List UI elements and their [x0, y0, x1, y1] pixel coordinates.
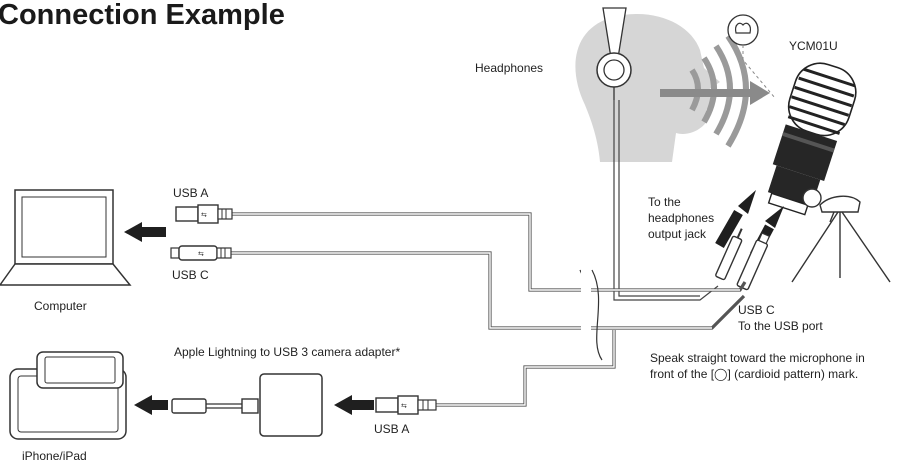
usb-c-port-label-line2: To the USB port: [738, 319, 823, 333]
adapter-icon: [259, 373, 323, 437]
iphone-ipad-label: iPhone/iPad: [22, 449, 87, 463]
to-computer-arrow: [124, 222, 166, 242]
headphones-jack-label-line2: headphones: [648, 211, 714, 225]
usb-c-plug-icon: ⇆: [170, 245, 232, 261]
svg-text:⇆: ⇆: [201, 212, 207, 219]
cable-break-marks: [579, 269, 603, 362]
to-iphone-arrow: [134, 395, 168, 415]
usb-c-top-label: USB C: [172, 268, 209, 282]
svg-text:⇆: ⇆: [401, 403, 407, 410]
usb-a-bottom-label: USB A: [374, 422, 409, 436]
usb-c-plug-icon: [736, 232, 771, 291]
microphone-icon: [767, 62, 857, 216]
voice-direction-arrow: [660, 81, 770, 105]
speak-instruction-line2: front of the [◯] (cardioid pattern) mark…: [650, 367, 858, 381]
tripod-icon: [791, 188, 891, 283]
speak-instruction-line1: Speak straight toward the microphone in: [650, 351, 865, 365]
lightning-plug: [171, 398, 259, 414]
cardioid-pattern-icon: [727, 14, 776, 99]
headphones-jack-label-line1: To the: [648, 195, 681, 209]
computer-label: Computer: [34, 299, 87, 313]
usb-a-plug-icon: ⇆: [375, 395, 437, 415]
usb-a-top-label: USB A: [173, 186, 208, 200]
usb-c-port-label-line1: USB C: [738, 303, 775, 317]
headphones-jack-label-line3: output jack: [648, 227, 707, 241]
to-adapter-arrow: [334, 395, 374, 415]
mic-model-label: YCM01U: [789, 39, 838, 53]
page-title: Connection Example: [0, 0, 285, 31]
adapter-label: Apple Lightning to USB 3 camera adapter*: [174, 345, 400, 359]
headphones-icon: [596, 7, 632, 100]
usb-a-plug-icon: ⇆: [175, 204, 233, 224]
phone-icon: [36, 351, 124, 389]
headphones-label: Headphones: [475, 61, 543, 75]
svg-text:⇆: ⇆: [198, 251, 204, 258]
laptop-icon: [0, 189, 132, 286]
headphone-jack-plug: [715, 228, 743, 281]
